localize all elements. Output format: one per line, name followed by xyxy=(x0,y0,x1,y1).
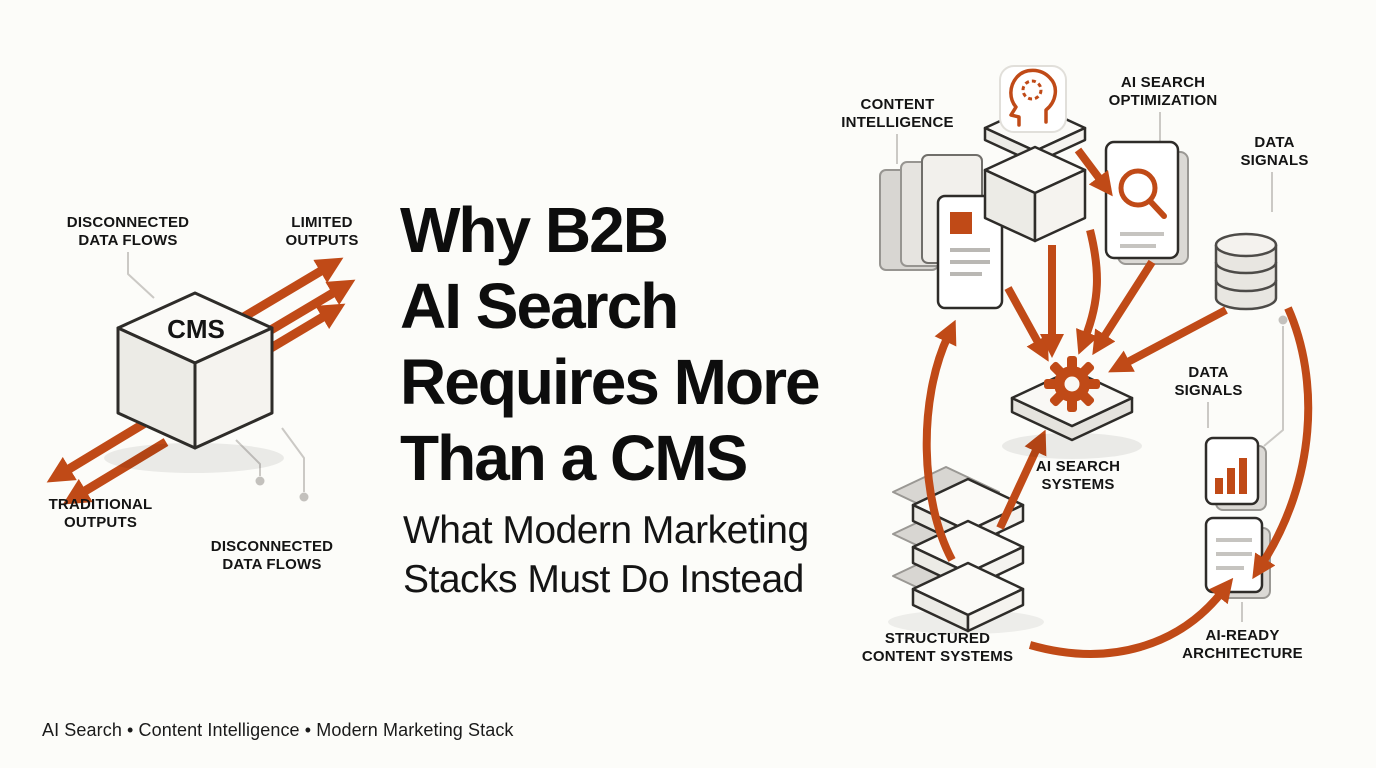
label-data-signals-top: DATA SIGNALS xyxy=(1240,134,1309,170)
mini-gear-icon xyxy=(1021,79,1043,101)
stack-diagram xyxy=(879,65,1313,658)
ai-ready-doc-icon xyxy=(1204,516,1271,599)
label-ai-ready-architecture: AI-READY ARCHITECTURE xyxy=(1182,627,1303,663)
cube-shadow xyxy=(104,443,284,473)
database-icon xyxy=(1214,232,1278,311)
content-intelligence-icon xyxy=(879,154,1004,310)
cms-cube xyxy=(116,291,274,450)
search-doc-icon xyxy=(1104,140,1189,265)
label-traditional-outputs: TRADITIONAL OUTPUTS xyxy=(48,496,153,532)
stack-arrows xyxy=(922,147,1313,658)
label-content-intelligence: CONTENT INTELLIGENCE xyxy=(841,96,954,132)
stack-connector-lines xyxy=(896,112,1284,622)
cms-connector-lines xyxy=(127,252,305,492)
gear-icon xyxy=(1044,356,1100,412)
footer-tagline: AI Search • Content Intelligence • Moder… xyxy=(42,720,514,740)
page-title: Why B2B AI Search Requires More Than a C… xyxy=(400,194,821,494)
label-limited-outputs: LIMITED OUTPUTS xyxy=(285,214,359,250)
label-ai-search-systems: AI SEARCH SYSTEMS xyxy=(1035,458,1121,494)
cms-cube-label: CMS xyxy=(167,314,225,344)
label-structured-content-systems: STRUCTURED CONTENT SYSTEMS xyxy=(861,630,1014,666)
label-disconnected-data-flows-top: DISCONNECTED DATA FLOWS xyxy=(66,214,190,250)
connector-dot xyxy=(1278,315,1288,325)
orange-square-glyph xyxy=(950,212,972,234)
connector-dot xyxy=(299,492,309,502)
magnifier-icon xyxy=(1118,168,1158,208)
ai-head-icon xyxy=(999,65,1067,133)
cms-diagram: CMS xyxy=(46,252,356,505)
label-data-signals-mid: DATA SIGNALS xyxy=(1174,364,1243,400)
bar-chart-icon xyxy=(1204,436,1267,511)
connector-dot xyxy=(255,476,265,486)
ai-search-systems-icon xyxy=(1002,356,1142,459)
label-disconnected-data-flows-bottom: DISCONNECTED DATA FLOWS xyxy=(210,538,334,574)
page-subtitle: What Modern Marketing Stacks Must Do Ins… xyxy=(403,509,809,601)
label-ai-search-optimization: AI SEARCH OPTIMIZATION xyxy=(1108,74,1218,110)
